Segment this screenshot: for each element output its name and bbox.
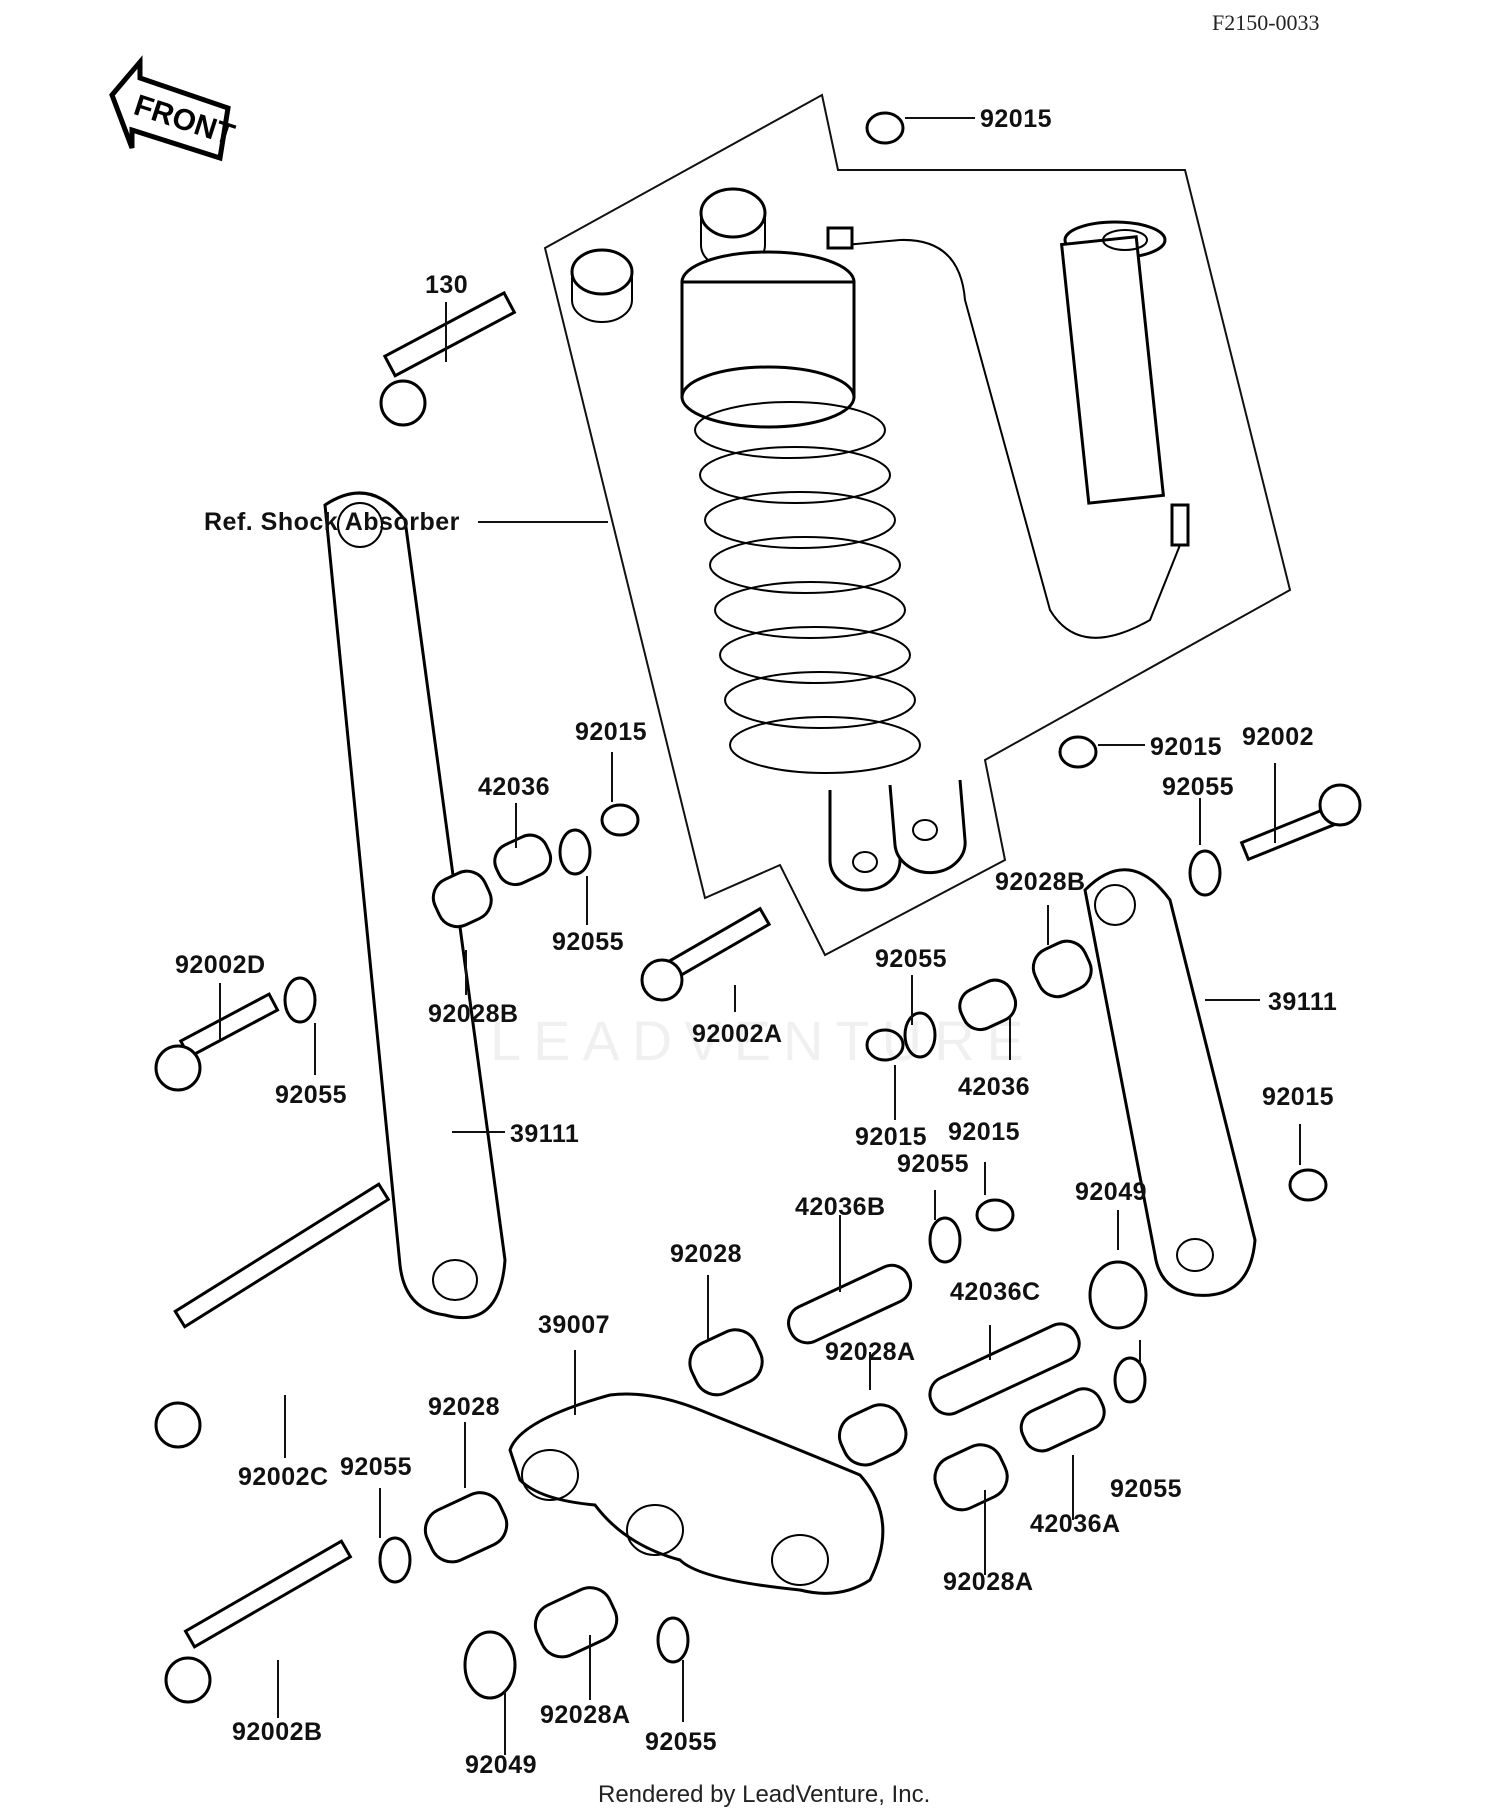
label-39007: 39007 xyxy=(538,1311,610,1339)
front-arrow-icon: FRONT xyxy=(109,55,238,162)
label-42036-b: 42036 xyxy=(958,1073,1030,1101)
label-92015-top: 92015 xyxy=(980,105,1052,133)
leader-lines xyxy=(219,117,1301,1755)
label-92015-a: 92015 xyxy=(575,718,647,746)
label-92028A-a: 92028A xyxy=(825,1338,916,1366)
label-92002A: 92002A xyxy=(692,1020,783,1048)
label-39111-a: 39111 xyxy=(510,1120,579,1148)
label-92015-c: 92015 xyxy=(855,1123,927,1151)
label-92055-c: 92055 xyxy=(1162,773,1234,801)
shock-absorber xyxy=(570,187,1190,892)
watermark: LEADVENTURE xyxy=(490,1009,1036,1072)
shock-absorber-frame xyxy=(543,93,1292,957)
label-39111-b: 39111 xyxy=(1268,988,1337,1016)
label-92002D: 92002D xyxy=(175,951,266,979)
label-92028-b: 92028 xyxy=(428,1393,500,1421)
label-92055-b: 92055 xyxy=(275,1081,347,1109)
diagram-code: F2150-0033 xyxy=(1212,10,1320,35)
label-92049-b: 92049 xyxy=(465,1751,537,1779)
label-92002B: 92002B xyxy=(232,1718,323,1746)
label-42036-a: 42036 xyxy=(478,773,550,801)
label-92055-e: 92055 xyxy=(897,1150,969,1178)
label-92055-g: 92055 xyxy=(1110,1475,1182,1503)
label-42036A: 42036A xyxy=(1030,1510,1121,1538)
label-92028-a: 92028 xyxy=(670,1240,742,1268)
rocker-arm-39007 xyxy=(508,1392,885,1595)
label-92002C: 92002C xyxy=(238,1463,329,1491)
label-92055-d: 92055 xyxy=(875,945,947,973)
label-92055-h: 92055 xyxy=(645,1728,717,1756)
link-39111-left xyxy=(323,491,507,1320)
bolt-92002B xyxy=(164,1539,353,1704)
label-130: 130 xyxy=(425,271,468,299)
bolt-130 xyxy=(379,290,517,427)
label-92028A-c: 92028A xyxy=(540,1701,631,1729)
label-42036B: 42036B xyxy=(795,1193,886,1221)
small-parts xyxy=(283,111,1328,1700)
label-ref-shock: Ref. Shock Absorber xyxy=(204,508,460,536)
label-92028B-a: 92028B xyxy=(428,1000,519,1028)
label-92015-e: 92015 xyxy=(1262,1083,1334,1111)
label-92015-b: 92015 xyxy=(1150,733,1222,761)
label-92055-a: 92055 xyxy=(552,928,624,956)
label-42036C: 42036C xyxy=(950,1278,1041,1306)
label-92015-d: 92015 xyxy=(948,1118,1020,1146)
label-92028B-b: 92028B xyxy=(995,868,1086,896)
label-92055-f: 92055 xyxy=(340,1453,412,1481)
part-number-labels: 92015 130 Ref. Shock Absorber 92015 4203… xyxy=(175,105,1337,1779)
bolt-92002D xyxy=(154,992,280,1092)
label-92028A-b: 92028A xyxy=(943,1568,1034,1596)
label-92049-a: 92049 xyxy=(1075,1178,1147,1206)
bolt-92002 xyxy=(1239,783,1362,862)
footer-credit: Rendered by LeadVenture, Inc. xyxy=(598,1781,930,1808)
label-92002: 92002 xyxy=(1242,723,1314,751)
link-39111-right xyxy=(1083,868,1257,1297)
bolt-92002C xyxy=(154,1182,391,1449)
bolt-92002A xyxy=(640,906,772,1002)
